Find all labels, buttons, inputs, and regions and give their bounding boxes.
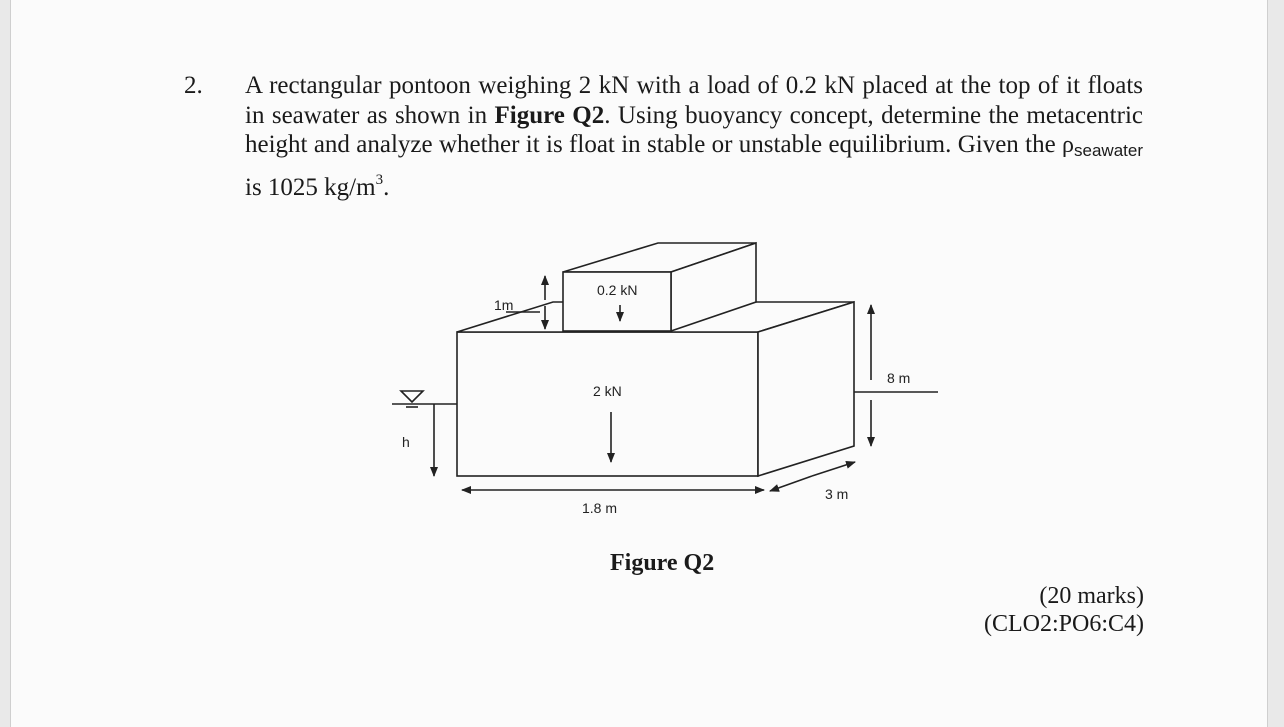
question-number: 2. <box>184 72 203 99</box>
question-text: A rectangular pontoon weighing 2 kN with… <box>245 71 1143 202</box>
weight-label: 2 kN <box>593 383 622 399</box>
load-block-front <box>562 271 672 332</box>
marks-block: (20 marks) (CLO2:PO6:C4) <box>984 582 1144 638</box>
question-text-part2: . Using buoyancy concept, determine the … <box>245 101 1143 159</box>
width-arrow-right <box>811 460 856 477</box>
width-label: 3 m <box>825 486 848 502</box>
water-surface-symbol <box>399 390 425 404</box>
pontoon-side-face <box>757 300 855 478</box>
height-label: 8 m <box>887 370 910 386</box>
question-text-part3: is 1025 kg/m <box>245 173 376 201</box>
width-arrow-left <box>769 475 813 492</box>
load-label: 0.2 kN <box>597 282 637 298</box>
length-label: 1.8 m <box>582 500 617 516</box>
rho-symbol: ρseawater <box>1062 132 1143 160</box>
figure-caption: Figure Q2 <box>610 550 715 576</box>
question-text-end: . <box>383 173 390 201</box>
marks-total: (20 marks) <box>1039 583 1144 609</box>
pontoon-front-face <box>456 331 759 477</box>
rho-subscript: seawater <box>1074 141 1143 160</box>
block-height-label: 1m <box>494 297 513 313</box>
question-text-part1: A rectangular pontoon weighing 2 kN with… <box>245 72 1143 129</box>
unit-exponent: 3 <box>375 171 384 188</box>
rho-letter: ρ <box>1062 132 1075 158</box>
figure-reference: Figure Q2 <box>494 101 605 129</box>
clo-mapping: (CLO2:PO6:C4) <box>983 611 1144 637</box>
draft-label: h <box>402 434 410 450</box>
